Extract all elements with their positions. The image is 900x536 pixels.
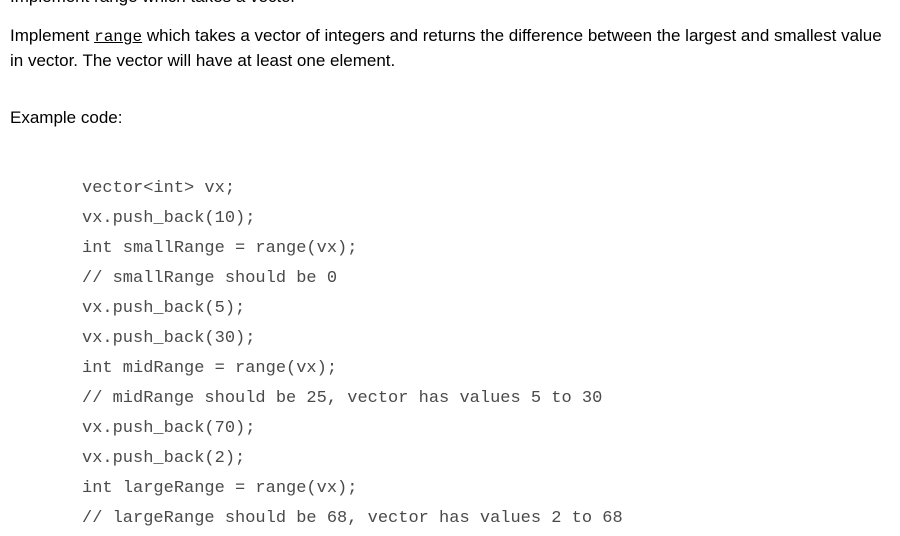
clipped-top-text-line: Implement range which takes a vector [10, 0, 890, 7]
problem-statement-paragraph: Implement range which takes a vector of … [10, 24, 894, 72]
example-code-block: vector<int> vx; vx.push_back(10);int smal… [82, 144, 623, 534]
intro-text-before-code: Implement [10, 26, 95, 45]
code-line: int smallRange = range(vx); [82, 239, 358, 258]
code-line: vector<int> vx; [82, 179, 236, 198]
code-lines-container: vector<int> vx; vx.push_back(10);int smal… [82, 174, 623, 534]
code-line: // smallRange should be 0 [82, 269, 338, 288]
code-line: vx.push_back(5); [82, 299, 246, 318]
code-line: vx.push_back(70); [82, 419, 256, 438]
code-line: // largeRange should be 68, vector has v… [82, 509, 623, 528]
code-line: // midRange should be 25, vector has val… [82, 389, 603, 408]
code-line: int midRange = range(vx); [82, 359, 338, 378]
code-line: vx.push_back(2); [82, 449, 246, 468]
inline-code-range: range [94, 28, 143, 46]
code-line: vx.push_back(10); [82, 209, 256, 228]
intro-text-after-code: which takes a vector of integers and ret… [10, 26, 882, 70]
code-line: vx.push_back(30); [82, 329, 256, 348]
code-line: int largeRange = range(vx); [82, 479, 358, 498]
example-code-label: Example code: [10, 108, 123, 127]
